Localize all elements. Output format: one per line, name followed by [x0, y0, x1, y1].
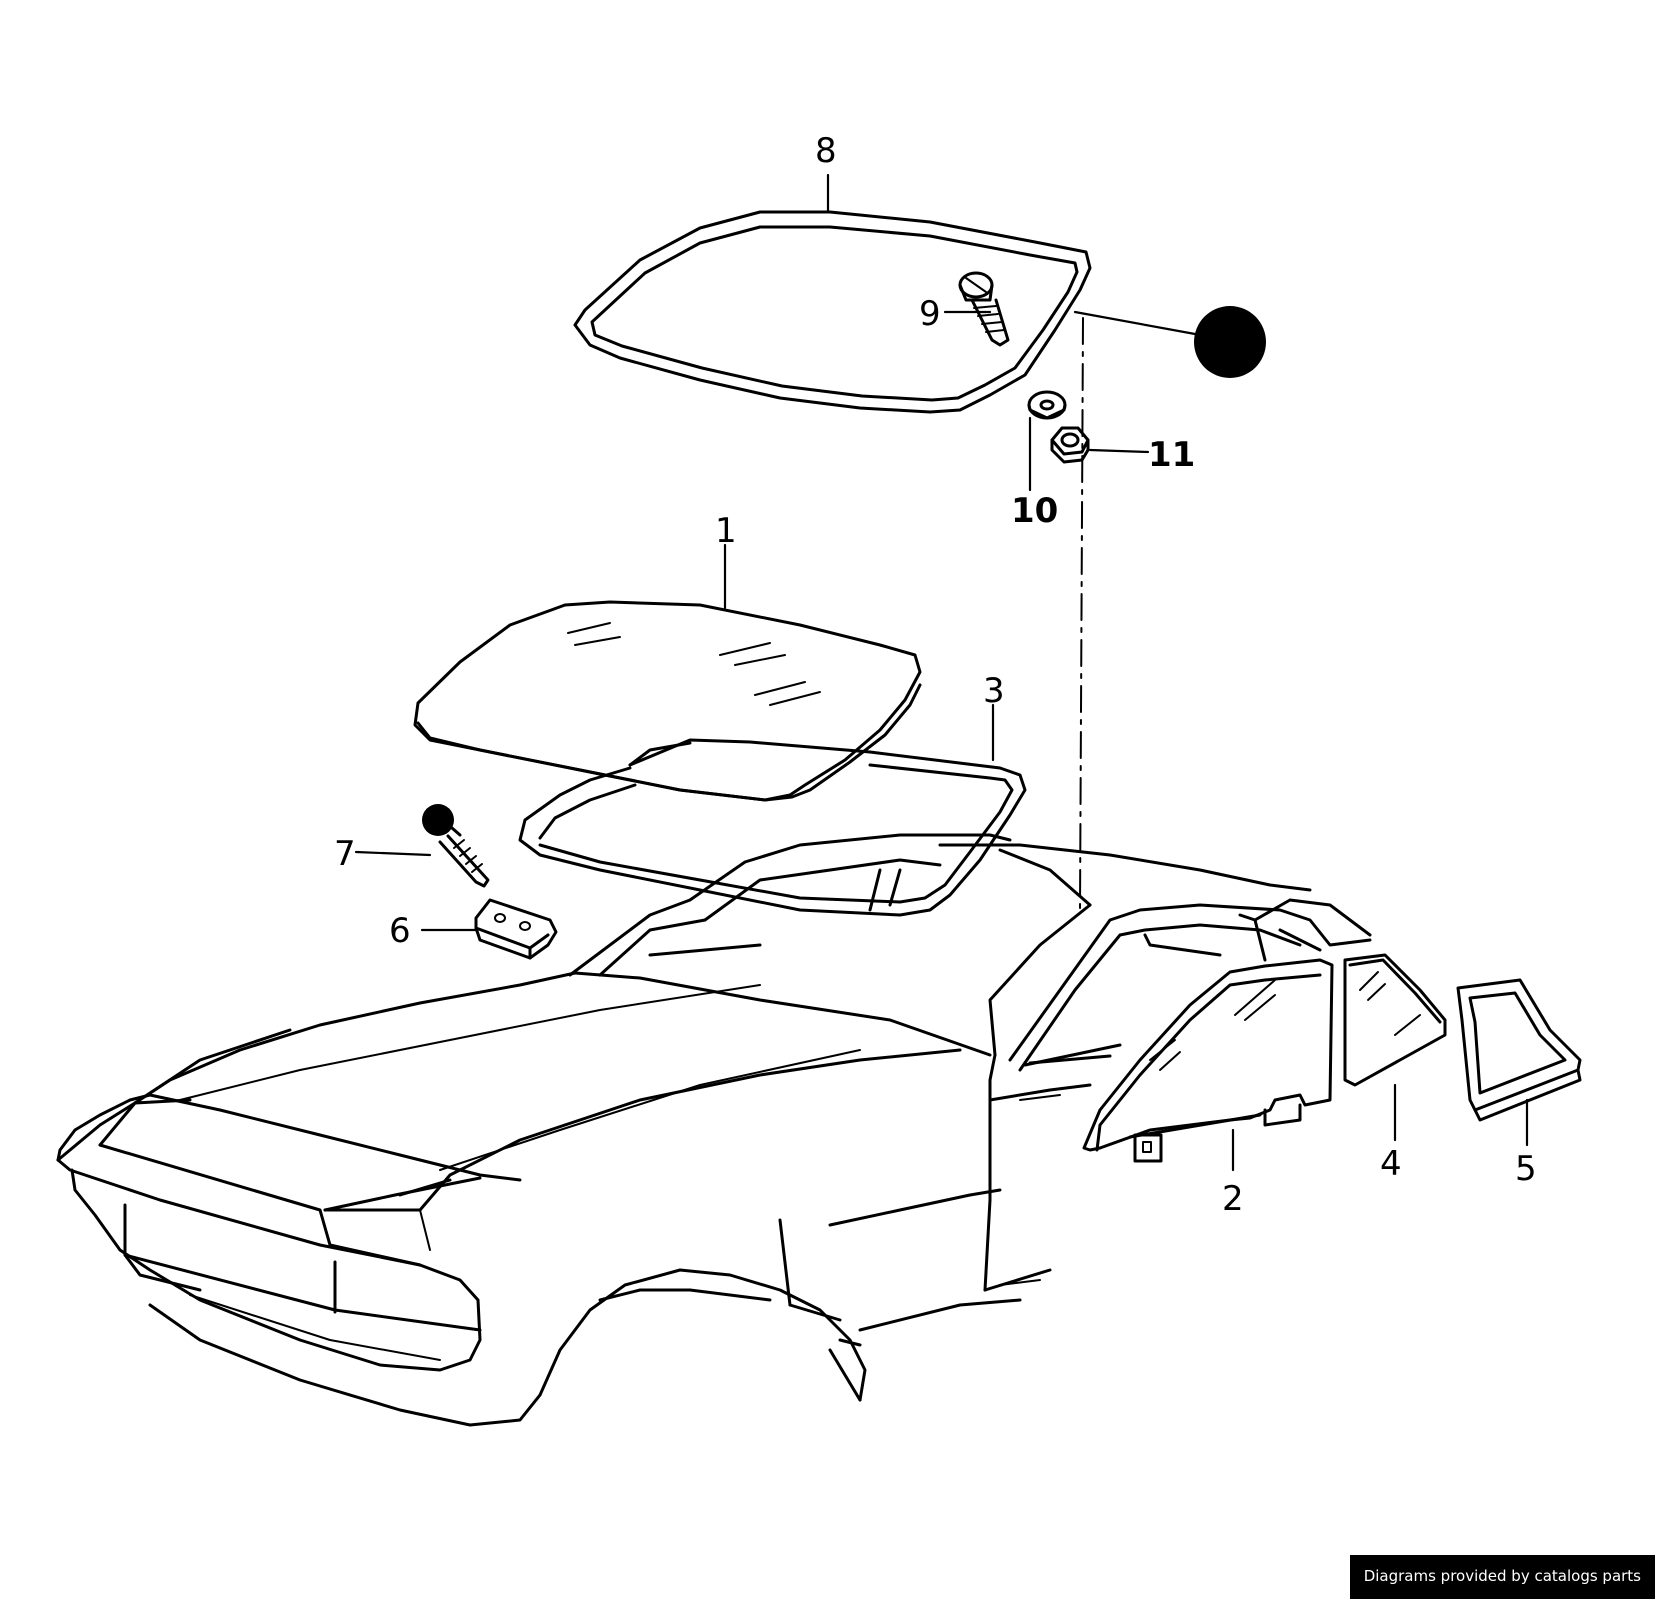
- part-9-mounting-screw: [958, 271, 1010, 347]
- alignment-line: [1079, 317, 1084, 909]
- callout-8: 8: [815, 131, 837, 171]
- callout-1: 1: [715, 511, 737, 551]
- callout-2: 2: [1222, 1179, 1244, 1219]
- callout-9: 9: [919, 294, 941, 334]
- callout-7: 7: [334, 834, 356, 874]
- callout-3: 3: [983, 671, 1005, 711]
- callout-4: 4: [1380, 1144, 1402, 1184]
- part-7-screw: [422, 804, 490, 888]
- part-1-windshield-glass: [413, 600, 922, 802]
- car-body-outline: [56, 833, 1372, 1427]
- part-8-rear-glass: [573, 210, 1092, 414]
- callout-10: 10: [1011, 491, 1058, 531]
- part-3-windshield-seal: [518, 738, 1027, 917]
- part-10-washer: [1027, 390, 1067, 420]
- part-2-door-glass: [1082, 958, 1334, 1163]
- callout-5: 5: [1515, 1149, 1537, 1189]
- credit-label: Diagrams provided by catalogs parts: [1349, 1555, 1655, 1599]
- callout-11: 11: [1148, 435, 1195, 475]
- adhesive-symbol-icon: [1194, 306, 1266, 378]
- part-4-quarter-glass: [1343, 953, 1447, 1087]
- part-5-quarter-seal: [1456, 978, 1582, 1122]
- leader-lines: [354, 173, 1529, 1172]
- part-6-clip: [474, 898, 558, 960]
- part-11-nut: [1050, 426, 1090, 464]
- callout-6: 6: [389, 911, 411, 951]
